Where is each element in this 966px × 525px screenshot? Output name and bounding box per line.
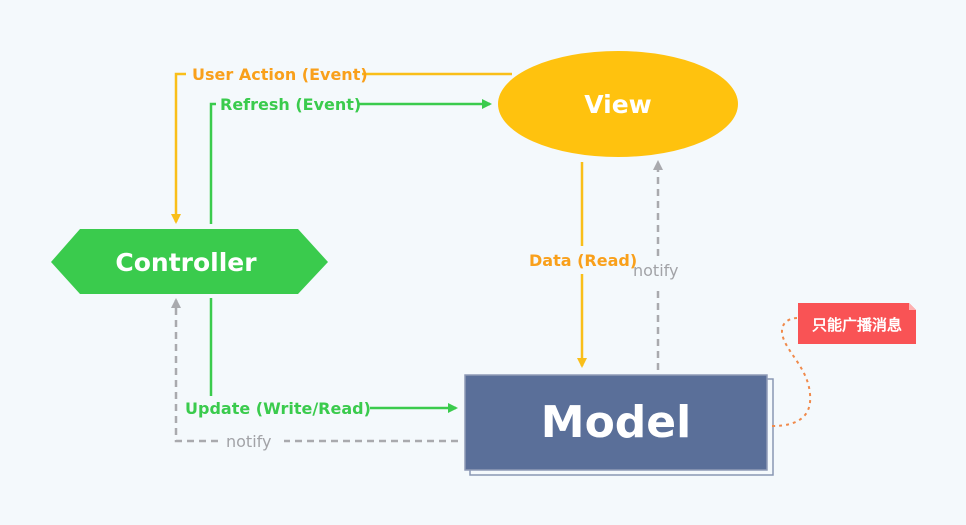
callout-text: 只能广播消息 — [812, 316, 902, 334]
edge-label-update: Update (Write/Read) — [185, 399, 371, 418]
controller-node[interactable]: Controller — [51, 229, 328, 294]
edge-label-notify-view: notify — [633, 261, 678, 280]
edge-label-refresh: Refresh (Event) — [220, 95, 361, 114]
view-label: View — [584, 90, 652, 119]
model-node[interactable]: Model — [464, 374, 774, 476]
callout-connector — [771, 317, 812, 427]
edge-notify-view: notify — [633, 160, 678, 370]
edge-label-notify-controller: notify — [226, 432, 271, 451]
edge-update: Update (Write/Read) — [185, 298, 458, 418]
edge-label-user-action: User Action (Event) — [192, 65, 368, 84]
edge-data-read: Data (Read) — [529, 162, 637, 368]
view-node[interactable]: View — [498, 51, 738, 157]
edge-user-action: User Action (Event) — [171, 65, 512, 224]
edge-refresh: Refresh (Event) — [209, 95, 492, 224]
edge-notify-controller: notify — [171, 298, 458, 451]
edge-label-data-read: Data (Read) — [529, 251, 637, 270]
model-label: Model — [541, 397, 691, 448]
callout-tag: 只能广播消息 — [798, 303, 916, 344]
controller-label: Controller — [115, 248, 257, 277]
